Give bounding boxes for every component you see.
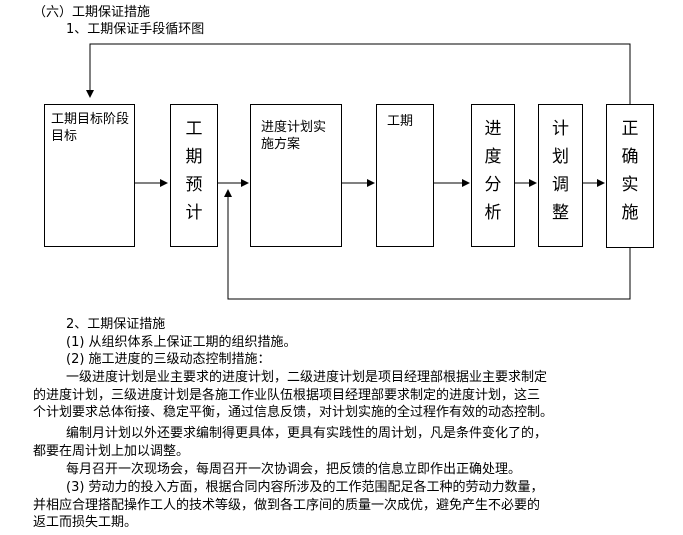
paragraph-line: 并相应合理搭配操作工人的技术等级，做到各工序间的质量一次成优，避免产生不必要的 [33, 497, 541, 513]
vchar: 工 [185, 119, 203, 139]
vchar: 实 [621, 175, 639, 195]
box-implementation-plan: 进度计划实施方案 [250, 104, 342, 247]
box-target-stage-label: 工期目标阶段目标 [51, 112, 130, 144]
cycle-diagram-lines [86, 43, 631, 300]
paragraph-line: 每月召开一次现场会，每周召开一次协调会，把反馈的信息立即作出正确处理。 [66, 462, 522, 477]
paragraph-line: (3) 劳动力的投入方面，根据合同内容所涉及的工作范围配足各工种的劳动力数量， [66, 480, 544, 495]
box-schedule-estimate: 工 期 预 计 [170, 104, 218, 247]
box-progress-analysis-label: 进 度 分 析 [472, 115, 514, 227]
paragraph-line: 返工而损失工期。 [33, 515, 138, 530]
list-item-2: (2) 施工进度的三级动态控制措施： [66, 352, 271, 367]
vchar: 施 [621, 203, 639, 223]
list-item-1: (1) 从组织体系上保证工期的组织措施。 [66, 335, 297, 350]
paragraph-meetings: 每月召开一次现场会，每周召开一次协调会，把反馈的信息立即作出正确处理。 [66, 461, 521, 479]
box-schedule-estimate-label: 工 期 预 计 [171, 115, 217, 227]
vchar: 度 [484, 147, 502, 167]
box-plan-adjustment: 计 划 调 整 [538, 104, 583, 247]
paragraph-line: 的进度计划，三级进度计划是各施工作业队伍根据项目经理部要求制定的进度计划，这三 [33, 387, 541, 403]
box-correct-implementation: 正 确 实 施 [606, 104, 654, 248]
paragraph-line: 编制月计划以外还要求编制得更具体，更具有实践性的周计划，凡是条件变化了的， [66, 426, 548, 441]
vchar: 调 [552, 175, 569, 195]
vchar: 析 [484, 203, 502, 223]
box-implementation-plan-label: 进度计划实施方案 [261, 120, 327, 152]
paragraph-weekly-plan: 编制月计划以外还要求编制得更具体，更具有实践性的周计划，凡是条件变化了的， 都要… [33, 425, 547, 460]
paragraph-three-level-plans: 一级进度计划是业主要求的进度计划，二级进度计划是项目经理部根据业主要求制定 的进… [33, 369, 553, 422]
section-title-measures: 2、工期保证措施 [66, 317, 166, 332]
feedback-loop-top [86, 43, 631, 104]
paragraph-line: 个计划要求总体衔接、稳定平衡，通过信息反馈，对计划实施的全过程作有效的动态控制。 [33, 405, 554, 420]
vchar: 划 [552, 147, 569, 167]
heading: （六）工期保证措施 [33, 5, 151, 20]
box-plan-adjustment-label: 计 划 调 整 [539, 115, 582, 227]
box-schedule-label: 工期 [387, 114, 414, 129]
vchar: 分 [484, 175, 502, 195]
vchar: 进 [484, 119, 502, 139]
box-schedule: 工期 [376, 104, 434, 247]
vchar: 计 [185, 203, 203, 223]
box-correct-implementation-label: 正 确 实 施 [607, 115, 653, 227]
vchar: 正 [621, 119, 639, 139]
section-title-cycle-diagram: 1、工期保证手段循环图 [66, 22, 205, 37]
paragraph-line: 一级进度计划是业主要求的进度计划，二级进度计划是项目经理部根据业主要求制定 [66, 370, 548, 385]
vchar: 整 [552, 203, 569, 223]
vchar: 计 [552, 119, 569, 139]
box-progress-analysis: 进 度 分 析 [471, 104, 515, 247]
box-target-stage: 工期目标阶段目标 [44, 104, 135, 247]
paragraph-line: 都要在周计划上加以调整。 [33, 443, 190, 459]
feedback-loop-bottom [224, 189, 631, 300]
vchar: 预 [185, 175, 203, 195]
paragraph-labor: (3) 劳动力的投入方面，根据合同内容所涉及的工作范围配足各工种的劳动力数量， … [33, 479, 544, 532]
vchar: 期 [185, 147, 203, 167]
vchar: 确 [621, 147, 639, 167]
